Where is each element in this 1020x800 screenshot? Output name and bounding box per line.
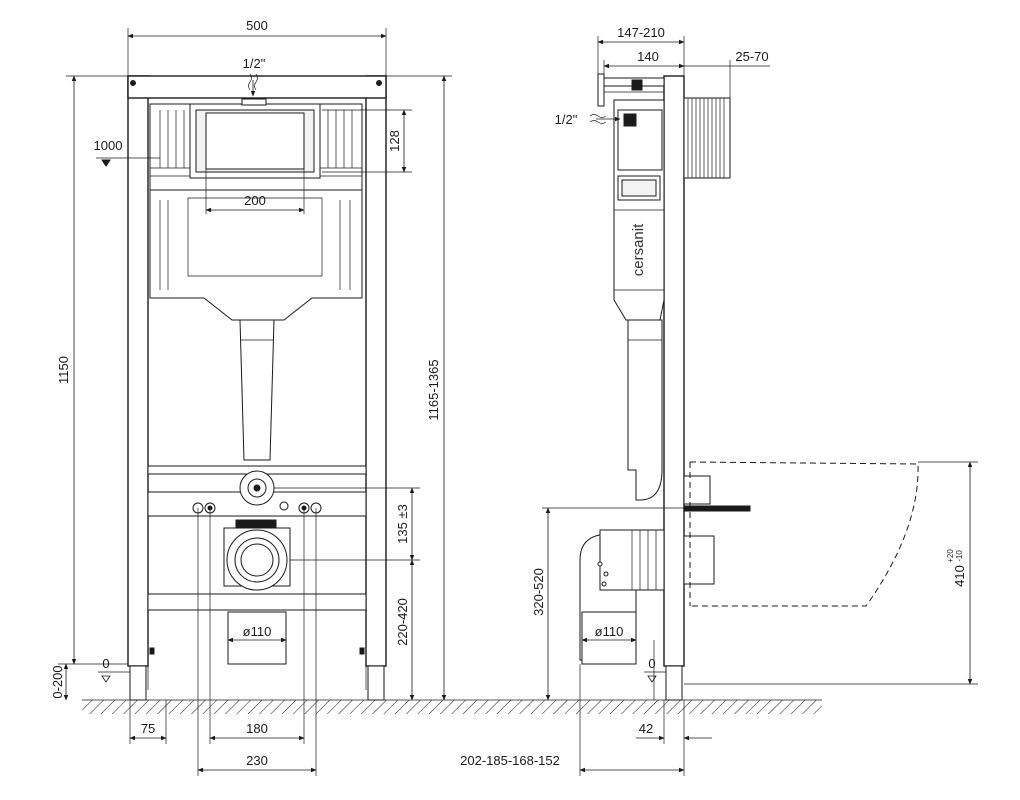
side-inlet-label: 1/2"	[555, 112, 578, 127]
threaded-rod	[683, 505, 751, 512]
drain-diameter-label: ø110	[243, 624, 272, 639]
cistern-lower	[149, 189, 363, 321]
dim-foot-42: 42	[636, 700, 712, 744]
flush-pipe	[239, 319, 275, 461]
drain-bend	[579, 529, 715, 665]
right-post	[365, 75, 387, 667]
frame-height-label: 1150	[56, 356, 71, 384]
dim-width-200: 200	[205, 169, 305, 214]
dim-diameter-front: ø110	[227, 624, 287, 643]
dim-ref-1000: 1000	[94, 138, 160, 167]
stud-offset-label: 135 ±3	[395, 504, 410, 544]
wall-range-label: 25-70	[735, 49, 768, 64]
drain-height-label: 220-420	[395, 598, 410, 646]
height-range-label: 1165-1365	[426, 359, 441, 420]
drain-connector	[223, 519, 291, 591]
side-drain-height-label: 320-520	[531, 568, 546, 616]
zero-mark-label: 0	[102, 656, 109, 671]
dim-height-128: 128	[322, 109, 412, 173]
dim-zero-side: 0	[644, 656, 666, 683]
bowl-height-label: 410	[952, 565, 967, 587]
bend-offsets-label: 202-185-168-152	[460, 753, 560, 768]
bowl-tol-plus-label: +20	[946, 549, 955, 563]
dim-height-1150: 1150	[56, 75, 128, 665]
dim-drain-320-520: 320-520	[531, 507, 684, 701]
side-flush-pipe	[627, 319, 663, 501]
stud-spacing-label: 180	[246, 721, 268, 736]
ref-level-label: 1000	[94, 138, 123, 153]
dim-depth-147-210: 147-210	[597, 25, 685, 76]
leg-range-label: 0-200	[50, 665, 65, 698]
foot-offset-label: 42	[639, 721, 653, 736]
left-leg	[129, 665, 147, 701]
dim-leg-0-200: 0-200	[50, 663, 128, 701]
dim-width-500: 500	[127, 18, 387, 76]
dim-depth-140: 140	[603, 49, 685, 74]
depth-range-label: 147-210	[617, 25, 665, 40]
dim-diameter-side: ø110	[581, 624, 637, 643]
dim-water-inlet: 1/2"	[243, 56, 266, 97]
wall-anchor	[683, 97, 731, 179]
side-diameter-label: ø110	[595, 624, 624, 639]
dim-stud-135: 135 ±3	[274, 487, 420, 561]
width-total-label: 500	[246, 18, 268, 33]
left-post	[127, 75, 149, 667]
floor	[82, 699, 822, 714]
side-leg	[665, 665, 683, 701]
button-width-label: 200	[244, 193, 266, 208]
dim-inlet-side: 1/2"	[555, 112, 621, 127]
dim-height-1165-1365: 1165-1365	[386, 75, 452, 701]
dim-wall-25-70: 25-70	[684, 49, 770, 98]
cistern-height-label: 128	[387, 130, 402, 152]
dim-zero-front: 0	[98, 656, 130, 683]
depth-label: 140	[637, 49, 659, 64]
inlet-label: 1/2"	[243, 56, 266, 71]
side-view: cersanit 147-210	[460, 25, 978, 776]
dim-bowl-410: 410 +20 -10	[684, 461, 978, 685]
flush-button-opening	[205, 112, 305, 170]
outer-spacing-label: 230	[246, 753, 268, 768]
dim-drain-220-420: 220-420	[395, 559, 415, 701]
brand-label: cersanit	[630, 223, 647, 276]
dim-width-230: 230	[197, 508, 317, 776]
right-leg	[367, 665, 385, 701]
dim-width-75: 75	[129, 700, 167, 744]
side-post	[663, 75, 685, 667]
toilet-bowl-outline	[689, 461, 919, 607]
front-view: 500 1/2" 1000 128 200 11	[50, 18, 452, 776]
bowl-tol-minus-label: -10	[955, 550, 964, 562]
side-zero-label: 0	[648, 656, 655, 671]
dim-width-180: 180	[209, 508, 305, 744]
leg-width-label: 75	[141, 721, 155, 736]
crossbar-lower	[147, 593, 367, 611]
side-stud	[683, 475, 711, 505]
dim-bend-offsets: 202-185-168-152	[460, 664, 685, 776]
